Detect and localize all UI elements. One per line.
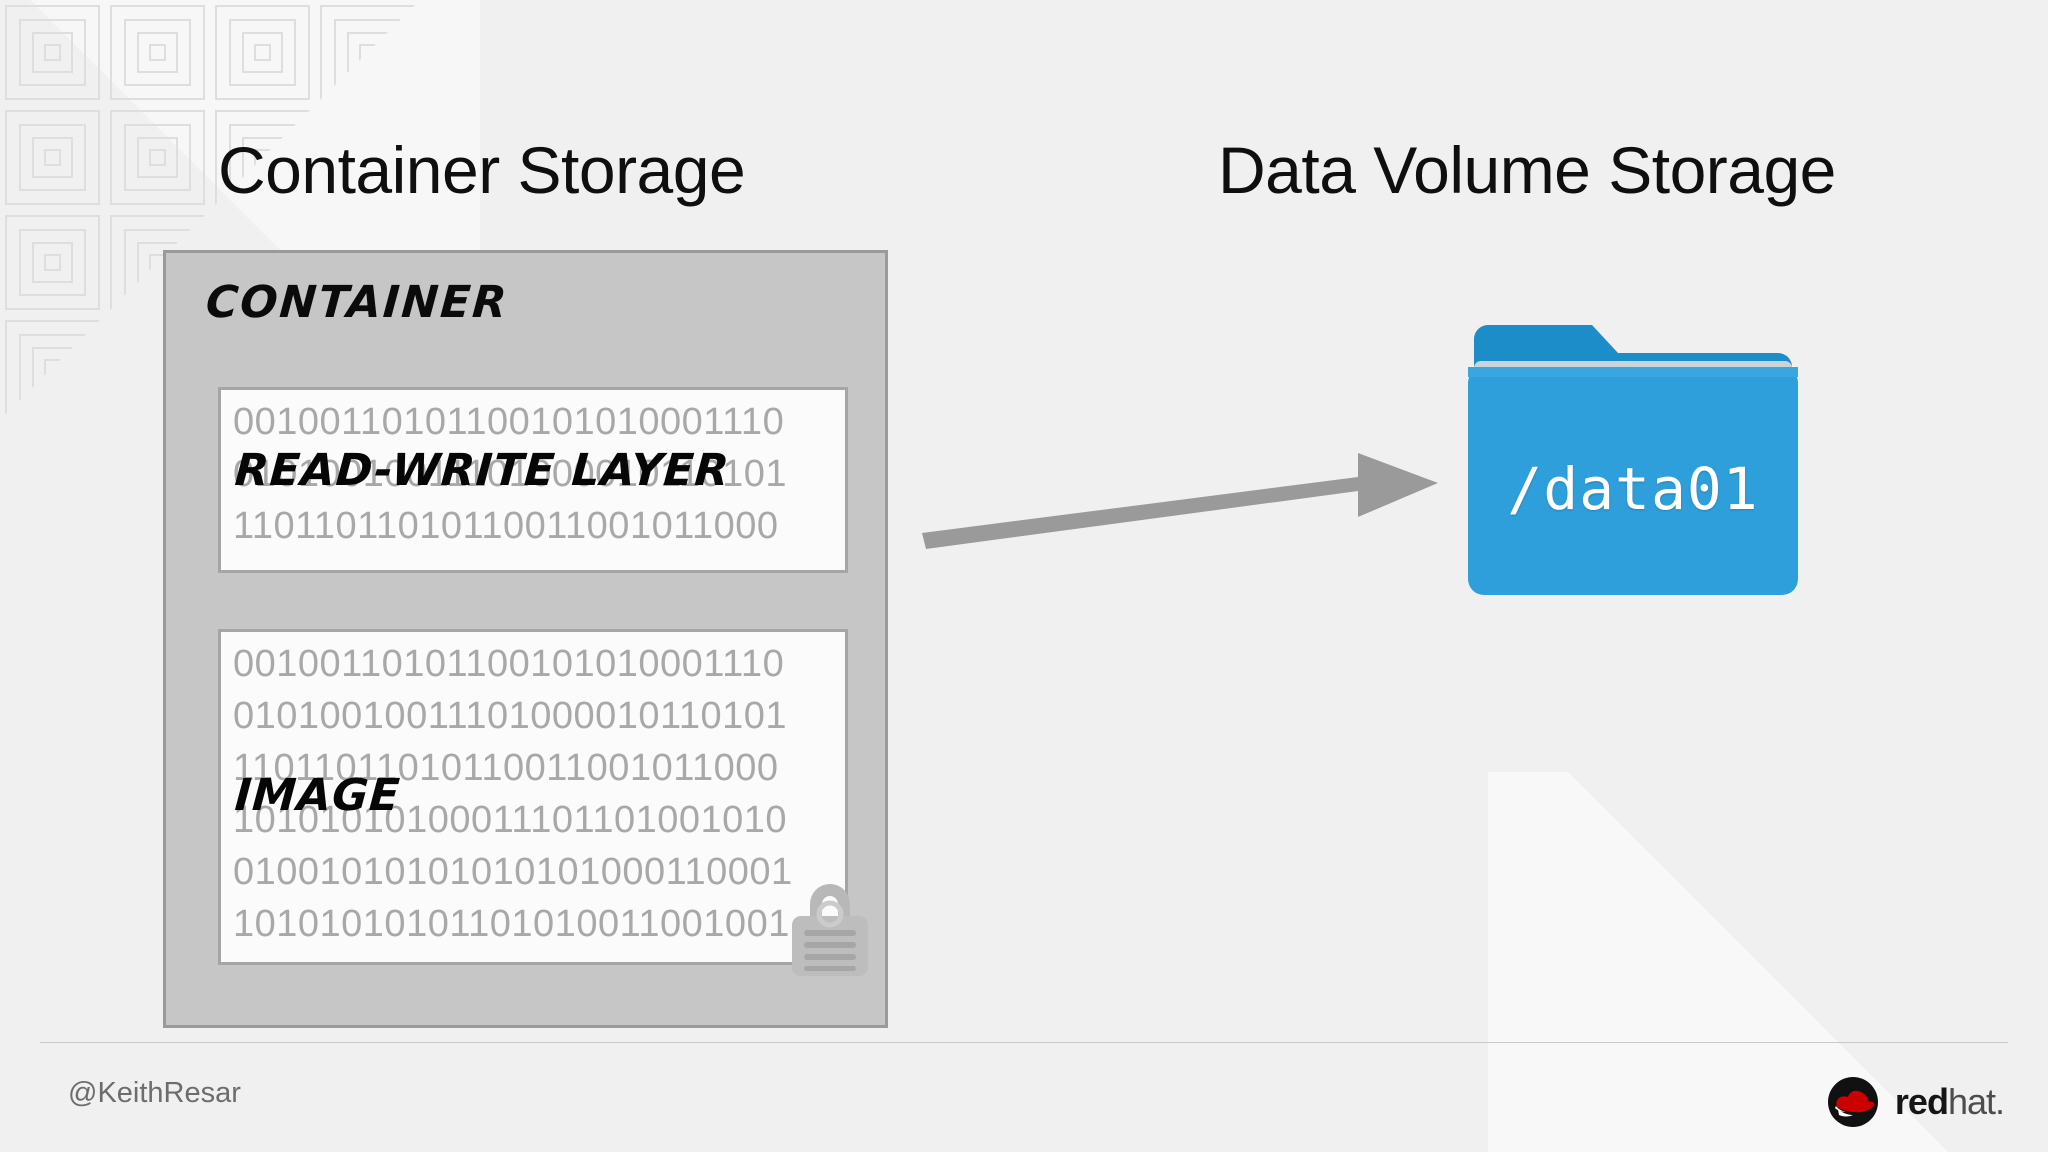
redhat-wordmark: redhat. (1894, 1081, 2005, 1122)
binary-line: 00100110101100101010001110 (233, 643, 785, 685)
binary-line: 00100110101100101010001110 (233, 401, 785, 443)
image-layer-label: IMAGE (233, 770, 403, 821)
read-write-binary-text: 00100110101100101010001110 0101001001110… (233, 396, 845, 552)
container-panel: CONTAINER 00100110101100101010001110 010… (163, 250, 888, 1028)
footer-divider (40, 1042, 2008, 1043)
binary-line: 01010010011101000010110101 (233, 453, 788, 495)
heading-data-volume-storage: Data Volume Storage (1218, 133, 1836, 207)
binary-line: 10101010101101010011001001 (233, 903, 790, 945)
binary-line: 01001010101010101000110001 (233, 851, 793, 893)
image-binary-text: 00100110101100101010001110 0101001001110… (233, 638, 845, 950)
footer-handle: @KeithResar (68, 1077, 241, 1109)
arrow-right-icon (922, 453, 1438, 549)
binary-line: 10101010100011101101001010 (233, 799, 788, 841)
folder-icon (1468, 325, 1798, 595)
redhat-wordmark-bold: red (1894, 1081, 1949, 1122)
binary-line: 01010010011101000010110101 (233, 695, 788, 737)
binary-line: 11011011010110011001011000 (233, 505, 779, 547)
heading-container-storage: Container Storage (218, 133, 746, 207)
lock-icon (792, 884, 868, 976)
redhat-wordmark-light: hat. (1947, 1081, 2005, 1122)
read-write-layer-box: 00100110101100101010001110 0101001001110… (218, 387, 848, 573)
image-layer-box: 00100110101100101010001110 0101001001110… (218, 629, 848, 965)
redhat-logo: redhat. (1827, 1074, 2005, 1130)
container-label: CONTAINER (204, 277, 511, 328)
redhat-shadowman-icon (1827, 1077, 1878, 1127)
data-volume-folder[interactable]: /data01 (1468, 305, 1798, 615)
read-write-layer-label: READ-WRITE LAYER (233, 445, 732, 496)
binary-line: 11011011010110011001011000 (233, 747, 779, 789)
